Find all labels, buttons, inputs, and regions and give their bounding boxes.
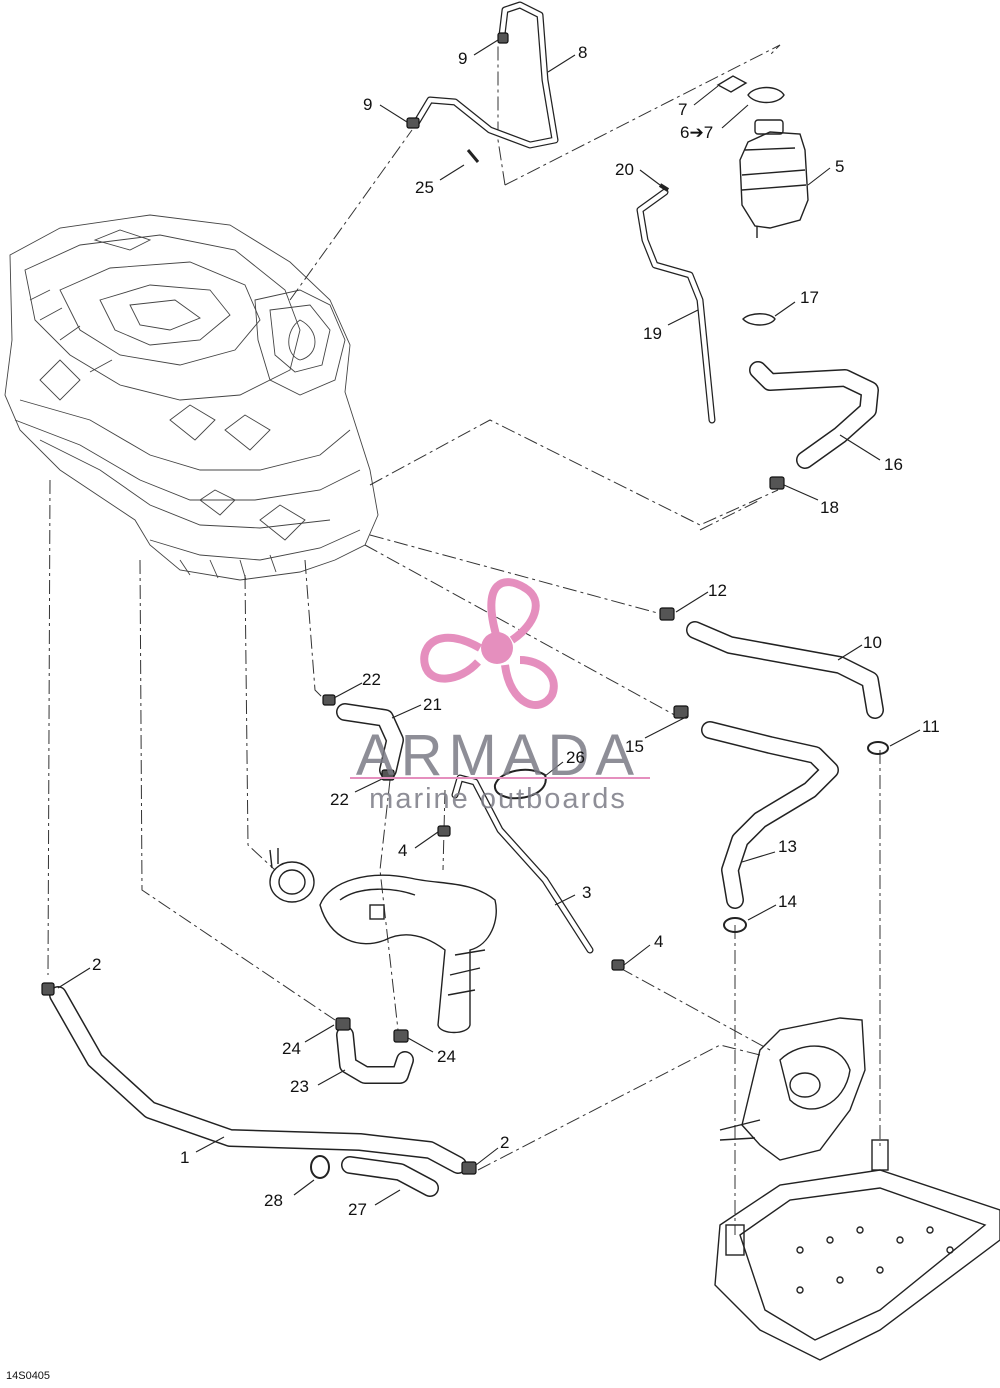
connection-lines bbox=[47, 35, 881, 1235]
part-label: 9 bbox=[458, 49, 467, 68]
clamp-2-left bbox=[41, 982, 55, 996]
hose-8 bbox=[411, 1, 559, 149]
clamp-24-right bbox=[393, 1029, 409, 1043]
clamp-14 bbox=[723, 917, 747, 933]
part-label: 5 bbox=[835, 157, 844, 176]
hose-27 bbox=[341, 1156, 439, 1197]
part-label: 4 bbox=[654, 932, 663, 951]
part-label: 24 bbox=[437, 1047, 456, 1066]
part-label: 19 bbox=[643, 324, 662, 343]
part-label: 27 bbox=[348, 1200, 367, 1219]
hose-13 bbox=[701, 721, 839, 909]
part-label: 22 bbox=[362, 670, 381, 689]
armada-watermark: ARMADA marine outboards bbox=[350, 578, 650, 815]
cap-seal bbox=[742, 313, 776, 326]
ride-plate bbox=[714, 1139, 1000, 1361]
hose-21 bbox=[336, 703, 404, 779]
part-labels: 8 9 9 25 20 7 6➔7 5 17 19 16 18 12 10 11… bbox=[92, 43, 940, 1219]
part-label: 14 bbox=[778, 892, 797, 911]
fitting-26 bbox=[466, 149, 480, 163]
part-label: 12 bbox=[708, 581, 727, 600]
part-label: 16 bbox=[884, 455, 903, 474]
part-label: 22 bbox=[330, 790, 349, 809]
hose-10 bbox=[686, 621, 884, 719]
part-label: 24 bbox=[282, 1039, 301, 1058]
clamp-22-top bbox=[322, 694, 336, 706]
exhaust-water-box bbox=[269, 848, 497, 1034]
hose-1 bbox=[49, 986, 467, 1174]
part-label: 20 bbox=[615, 160, 634, 179]
clamp-9-top bbox=[497, 32, 509, 44]
clamp-2-right bbox=[461, 1161, 477, 1175]
part-label: 2 bbox=[500, 1133, 509, 1152]
engine-block bbox=[4, 214, 379, 581]
plug-28 bbox=[310, 1155, 330, 1179]
clamp-12 bbox=[659, 607, 675, 621]
part-label: 11 bbox=[922, 717, 940, 736]
part-label: 26 bbox=[566, 748, 585, 767]
jet-pump-housing bbox=[719, 1017, 866, 1161]
clamp-15 bbox=[673, 705, 689, 719]
part-label: 21 bbox=[423, 695, 442, 714]
leader-lines bbox=[57, 39, 921, 1206]
gasket-25 bbox=[493, 768, 547, 800]
part-label: 10 bbox=[863, 633, 882, 652]
part-label: 4 bbox=[398, 841, 407, 860]
part-label: 17 bbox=[800, 288, 819, 307]
propeller-logo bbox=[420, 578, 558, 709]
diagram-code: 14S0405 bbox=[6, 1370, 51, 1382]
part-label: 2 bbox=[92, 955, 101, 974]
part-label: 28 bbox=[264, 1191, 283, 1210]
part-label: 1 bbox=[180, 1148, 189, 1167]
watermark-tagline: marine outboards bbox=[369, 783, 627, 815]
part-label: 18 bbox=[820, 498, 839, 517]
hose-16 bbox=[749, 361, 879, 469]
part-label: 7 bbox=[678, 100, 687, 119]
part-label: 23 bbox=[290, 1077, 309, 1096]
hose-19 bbox=[636, 188, 716, 424]
part-label: 3 bbox=[582, 883, 591, 902]
part-label: 8 bbox=[578, 43, 587, 62]
clamp-18 bbox=[769, 476, 785, 490]
coolant-reservoir bbox=[716, 75, 809, 238]
hose-3 bbox=[451, 774, 594, 954]
clamp-4-top bbox=[437, 825, 451, 837]
clamp-24-left bbox=[335, 1017, 351, 1031]
part-label: 25 bbox=[415, 178, 434, 197]
part-label: 6➔7 bbox=[680, 123, 713, 142]
clamp-9-left bbox=[406, 117, 420, 129]
clamps bbox=[41, 32, 889, 1179]
hose-23 bbox=[336, 1026, 414, 1084]
part-label: 13 bbox=[778, 837, 797, 856]
clamp-11 bbox=[867, 741, 889, 755]
part-label: 15 bbox=[625, 737, 644, 756]
part-label: 9 bbox=[363, 95, 372, 114]
clamp-4-right bbox=[611, 959, 625, 971]
fitting-20 bbox=[658, 183, 670, 192]
